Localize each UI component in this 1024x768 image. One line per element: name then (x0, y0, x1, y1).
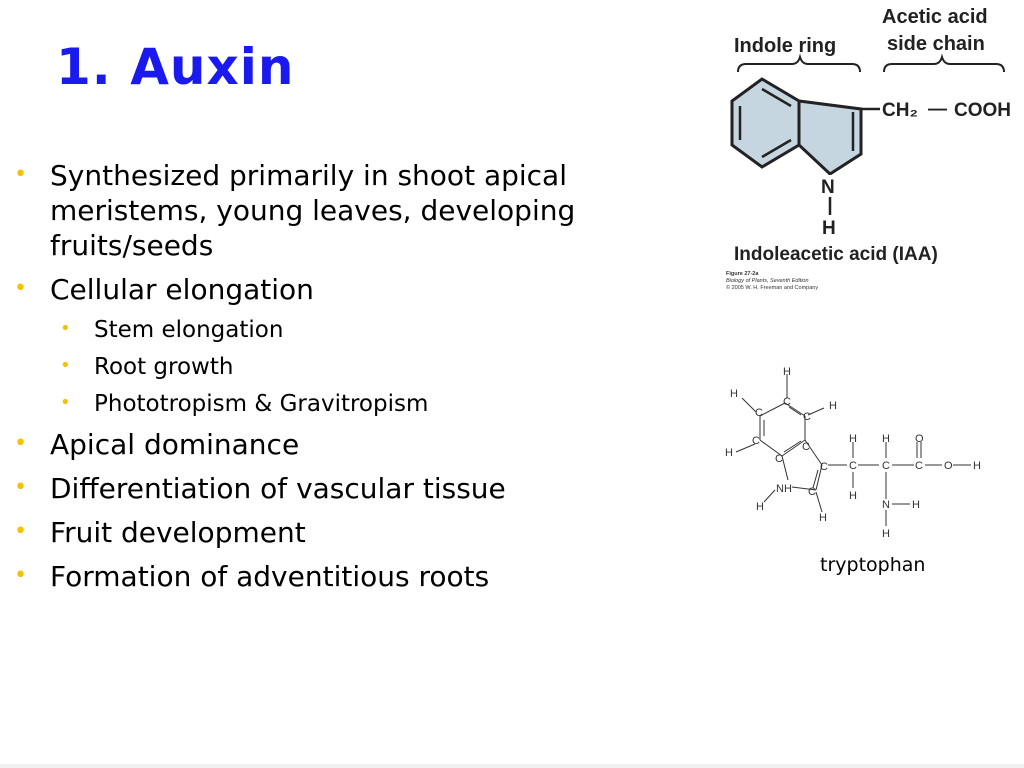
sub-bullet-item: • Stem elongation (14, 316, 654, 344)
slide-bottom-edge (0, 764, 1024, 768)
n-label-bg (820, 175, 842, 195)
double-bond (761, 87, 792, 108)
bullet-icon: • (14, 276, 27, 301)
atom-label: N (882, 499, 890, 511)
bullet-icon: • (14, 162, 27, 187)
bullet-icon: • (60, 392, 71, 413)
bullet-text: Synthesized primarily in shoot apical me… (50, 159, 576, 262)
side-chain-brace (883, 53, 1005, 73)
tryptophan-caption: tryptophan (820, 554, 926, 576)
atom-label: H (829, 400, 837, 412)
figure-credit: Figure 27-2a (726, 271, 759, 277)
atom-label: H (973, 460, 981, 472)
iaa-structure-figure: Indole ring Acetic acid side chain N H C… (726, 6, 1011, 291)
bullet-item: • Synthesized primarily in shoot apical m… (14, 158, 654, 263)
atom-label: H (783, 366, 791, 378)
atom-label: C (915, 460, 923, 472)
atom-label: H (912, 499, 920, 511)
sub-bullet-item: • Phototropism & Gravitropism (14, 390, 654, 418)
bullet-list: • Synthesized primarily in shoot apical m… (14, 158, 654, 603)
figure-credit: © 2005 W. H. Freeman and Company (726, 284, 818, 291)
atom-label: C (802, 441, 810, 453)
bullet-text: Fruit development (50, 516, 306, 549)
bullet-item: • Fruit development (14, 515, 654, 550)
dash-label: — (928, 99, 947, 120)
bullet-icon: • (14, 475, 27, 500)
tryptophan-atoms: H H H C C C C C H C C NH C H H H C H H C… (725, 366, 981, 540)
atom-label: NH (776, 483, 792, 495)
bullet-item: • Cellular elongation (14, 272, 654, 307)
bullet-text: Formation of adventitious roots (50, 560, 490, 593)
bullet-text: Stem elongation (94, 317, 284, 343)
atom-label: H (756, 501, 764, 513)
pyrrole-ring (797, 99, 863, 176)
atom-label: C (783, 396, 791, 408)
atom-label: H (725, 447, 733, 459)
atom-label: H (882, 528, 890, 540)
bullet-text: Root growth (94, 354, 234, 380)
figure-credit: Biology of Plants, Seventh Edition (726, 278, 809, 284)
bullet-text: Phototropism & Gravitropism (94, 391, 429, 417)
ch2-label: CH₂ (882, 100, 918, 121)
atom-label: H (849, 490, 857, 502)
bullet-icon: • (14, 519, 27, 544)
atom-label: H (819, 512, 827, 524)
atom-label: C (775, 453, 783, 465)
bullet-item: • Apical dominance (14, 427, 654, 462)
bullet-text: Differentiation of vascular tissue (50, 472, 506, 505)
side-chain-label: side chain (887, 33, 985, 55)
hydrogen-label: H (822, 218, 836, 239)
atom-label: H (882, 433, 890, 445)
iaa-caption: Indoleacetic acid (IAA) (734, 244, 938, 265)
double-bond (761, 138, 792, 159)
atom-label: H (730, 388, 738, 400)
atom-label: H (849, 433, 857, 445)
indole-ring-brace (737, 53, 861, 73)
cooh-label: COOH (954, 100, 1011, 121)
nitrogen-label: N (821, 177, 835, 198)
atom-label: C (803, 411, 811, 423)
tryptophan-structure-figure: H H H C C C C C H C C NH C H H H C H H C… (725, 366, 981, 540)
atom-label: O (915, 433, 924, 445)
bullet-item: • Formation of adventitious roots (14, 559, 654, 594)
bullet-icon: • (14, 431, 27, 456)
bullet-item: • Differentiation of vascular tissue (14, 471, 654, 506)
tryptophan-bonds (735, 374, 971, 526)
indole-ring-label: Indole ring (734, 35, 836, 57)
bullet-icon: • (60, 318, 71, 339)
bullet-icon: • (60, 355, 71, 376)
atom-label: C (820, 461, 828, 473)
atom-label: C (808, 486, 816, 498)
bullet-icon: • (14, 563, 27, 588)
slide-title: 1. Auxin (56, 38, 295, 96)
bullet-text: Apical dominance (50, 428, 300, 461)
atom-label: C (752, 435, 760, 447)
atom-label: O (944, 460, 953, 472)
atom-label: C (755, 407, 763, 419)
atom-label: C (849, 460, 857, 472)
bullet-text: Cellular elongation (50, 273, 314, 306)
acetic-acid-label: Acetic acid (882, 6, 988, 28)
sub-bullet-item: • Root growth (14, 353, 654, 381)
atom-label: C (882, 460, 890, 472)
